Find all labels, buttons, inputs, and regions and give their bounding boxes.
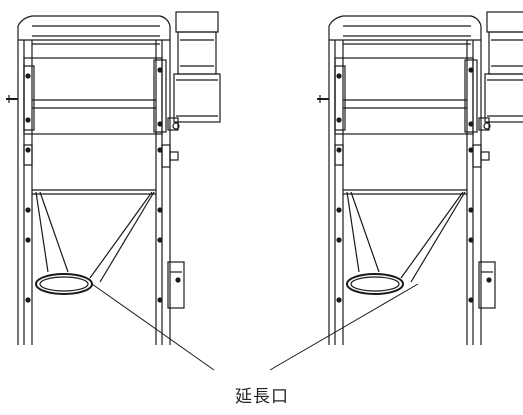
- machine-left: [5, 11, 221, 346]
- callout-line-left: [91, 283, 215, 371]
- machine-right: [316, 11, 523, 346]
- callout-lines: [91, 283, 419, 371]
- callout-label: 延長口: [235, 387, 289, 407]
- callout-line-right: [269, 283, 419, 371]
